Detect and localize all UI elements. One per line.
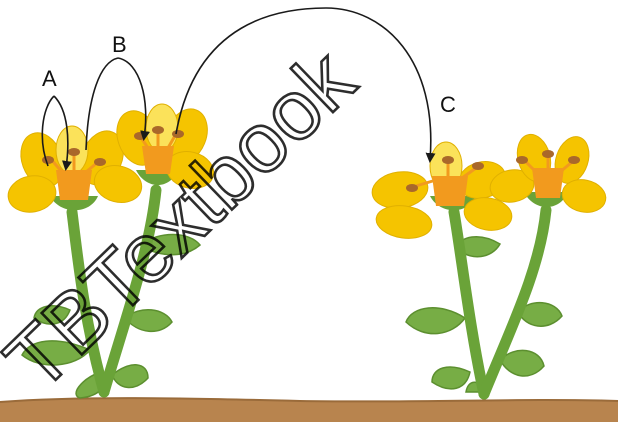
label-c: C — [440, 92, 456, 117]
right-plant-leaf — [406, 308, 465, 334]
label-a: A — [42, 66, 57, 91]
label-b: B — [112, 32, 127, 57]
left-plant-leaf — [112, 365, 148, 388]
right-plant — [370, 131, 609, 394]
right-plant-leaf — [500, 350, 544, 376]
right-plant-leaf — [432, 367, 470, 389]
